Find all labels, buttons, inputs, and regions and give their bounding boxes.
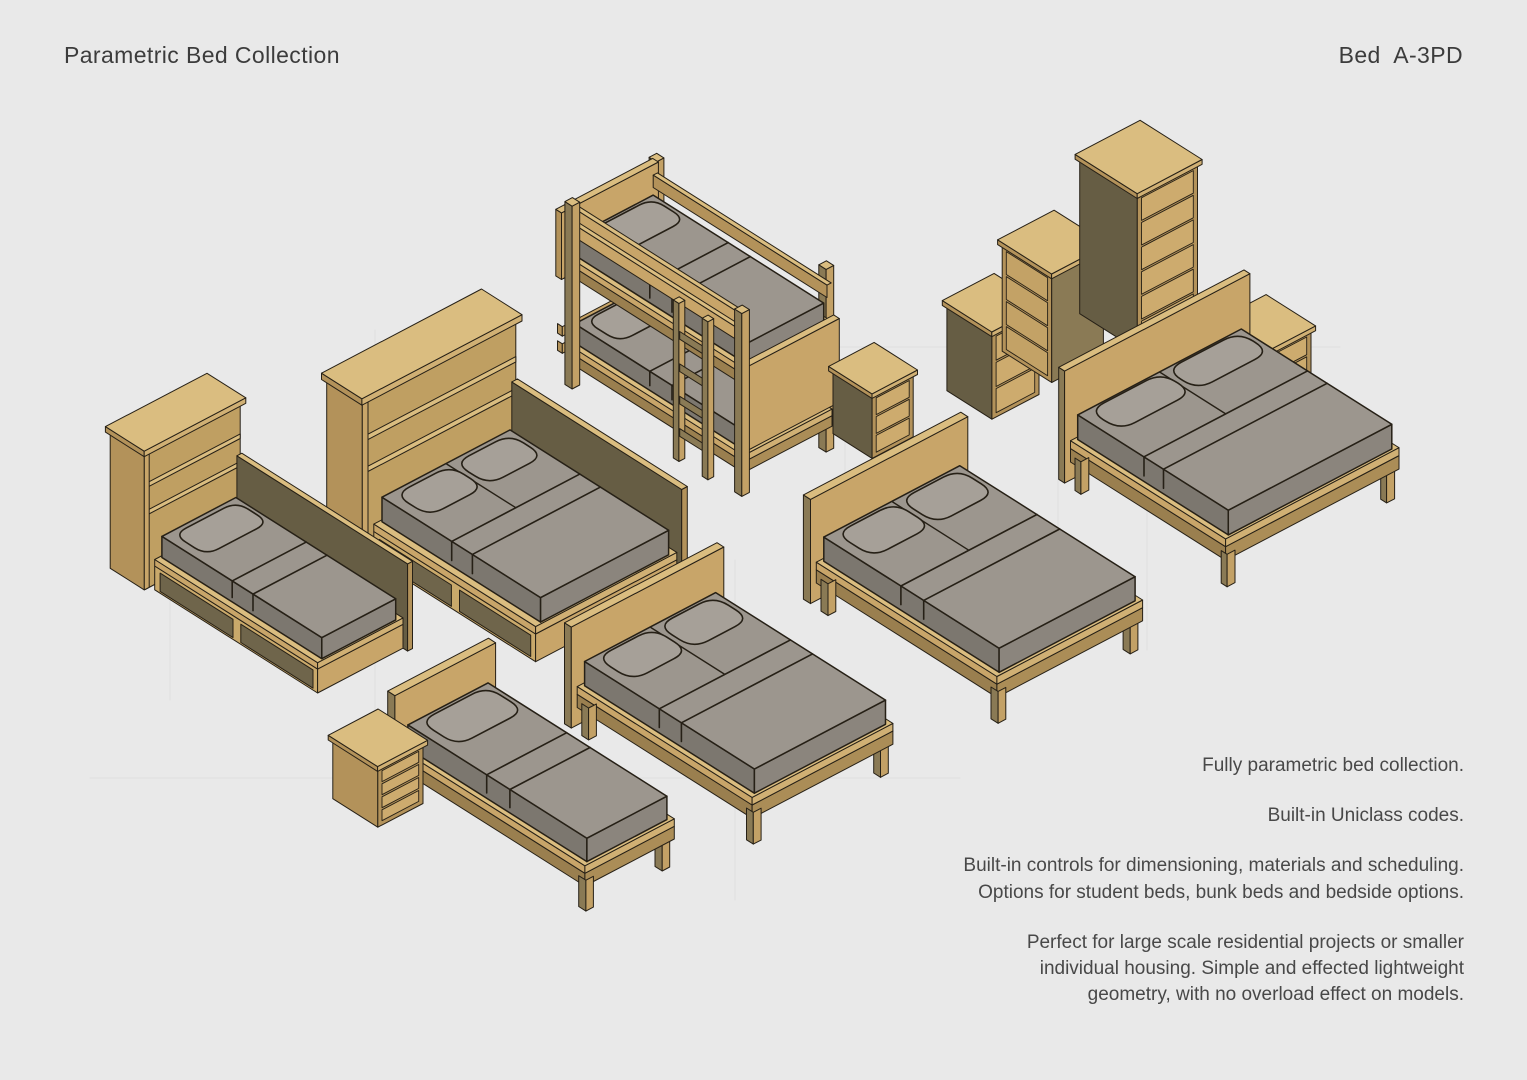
description-paragraph: Built-in Uniclass codes. — [1267, 805, 1464, 827]
description-paragraph: Perfect for large scale residential proj… — [1026, 931, 1464, 1006]
single-bed — [387, 637, 675, 912]
bedside-table-single-bed — [327, 708, 429, 828]
double-bed — [564, 542, 894, 845]
bedside-table-small — [828, 341, 918, 459]
page-title: Parametric Bed Collection — [64, 42, 340, 68]
description-paragraph: Fully parametric bed collection. — [1202, 755, 1464, 776]
bunk-bed — [555, 152, 840, 497]
king-bed — [1058, 269, 1400, 588]
storage-single-bed — [104, 372, 413, 694]
description-block: Fully parametric bed collection. Built-i… — [959, 753, 1464, 1033]
description-paragraph: Built-in controls for dimensioning, mate… — [963, 855, 1464, 903]
product-code: Bed A-3PD — [1338, 42, 1463, 68]
double-bed-large — [802, 411, 1144, 724]
